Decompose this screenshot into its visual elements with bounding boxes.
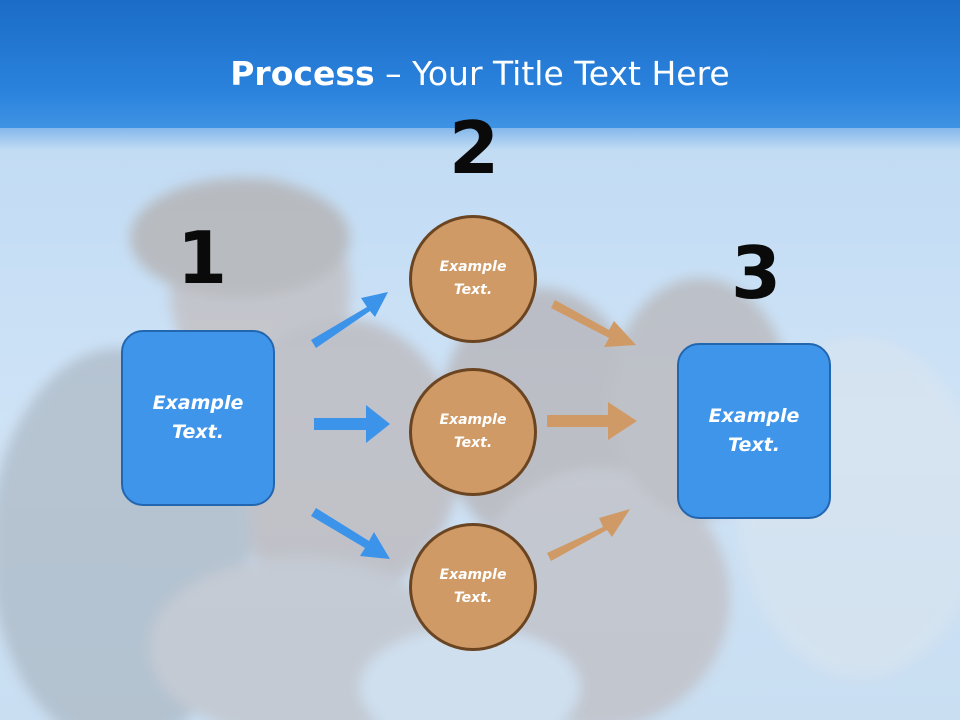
title-bar	[0, 0, 960, 128]
step-number-1: 1	[177, 216, 228, 300]
step-2-circle-bottom-text: Example Text.	[439, 567, 507, 606]
title-rest: – Your Title Text Here	[374, 54, 730, 93]
step-1-box[interactable]: Example Text.	[121, 330, 275, 506]
blue-arrow-right	[314, 405, 390, 443]
orange-arrow-down	[551, 300, 636, 347]
title-bold: Process	[230, 54, 375, 93]
step-2-circle-top-text: Example Text.	[439, 259, 507, 298]
blue-arrow-down	[311, 508, 390, 559]
orange-arrow-up	[547, 509, 630, 561]
orange-arrow-right	[547, 402, 637, 440]
step-2-circle-middle[interactable]: Example Text.	[409, 368, 537, 496]
step-2-circle-bottom[interactable]: Example Text.	[409, 523, 537, 651]
step-2-circle-top[interactable]: Example Text.	[409, 215, 537, 343]
step-3-box[interactable]: Example Text.	[677, 343, 831, 519]
blue-arrow-up	[311, 292, 388, 348]
step-number-3: 3	[731, 231, 782, 315]
step-number-2: 2	[449, 106, 500, 190]
step-2-circle-middle-text: Example Text.	[439, 412, 507, 451]
slide-title: Process – Your Title Text Here	[0, 52, 960, 96]
step-1-text: Example Text.	[152, 392, 244, 443]
step-3-text: Example Text.	[708, 405, 800, 456]
